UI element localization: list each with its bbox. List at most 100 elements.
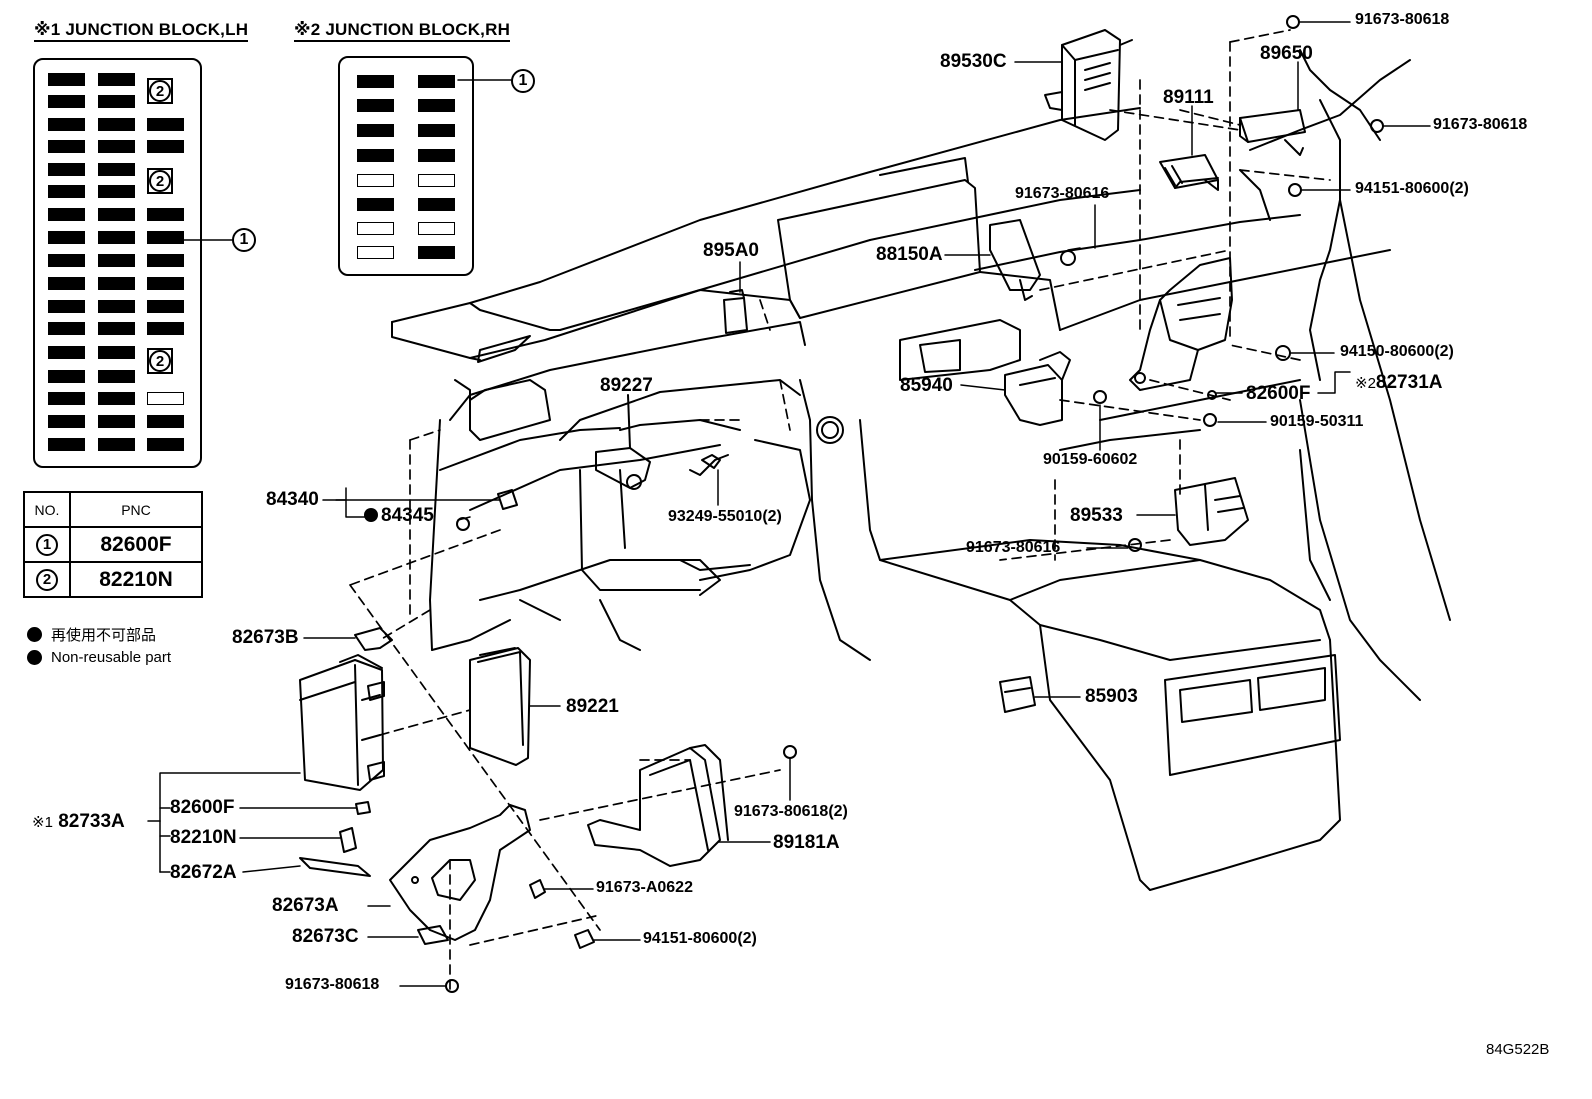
- fuse-slot: [357, 99, 394, 112]
- part-label-91673-a0622[interactable]: 91673-A0622: [596, 879, 693, 896]
- fuse-slot: [357, 149, 394, 162]
- fuse-slot: [147, 300, 184, 313]
- pnc-no-circle: 1: [36, 533, 58, 556]
- fuse-slot: [147, 277, 184, 290]
- fuse-slot: [48, 163, 85, 176]
- table-row: 1 82600F: [23, 526, 203, 563]
- fuse-slot: [98, 73, 135, 86]
- table-row: 2 82210N: [23, 561, 203, 598]
- part-label-82600f-right[interactable]: 82600F: [1246, 383, 1311, 404]
- part-label-91673-80618-x2[interactable]: 91673-80618(2): [734, 803, 848, 820]
- part-label-89650[interactable]: 89650: [1260, 43, 1313, 64]
- empty-fuse-slot: [357, 174, 394, 187]
- module-88150a: [989, 219, 1041, 301]
- ref-mark-2: ※2: [1355, 375, 1376, 392]
- fuse-slot: [98, 370, 135, 383]
- fuse-slot: [147, 415, 184, 428]
- junction-block-lh-panel: 2 2 2: [33, 58, 202, 468]
- part-label-82672a[interactable]: 82672A: [170, 862, 237, 883]
- part-label-89181a[interactable]: 89181A: [773, 832, 840, 853]
- part-label-85940[interactable]: 85940: [900, 375, 953, 396]
- routing-lines: [349, 29, 1331, 991]
- fuse-slot: [147, 140, 184, 153]
- part-label-91673-80618[interactable]: 91673-80618: [1355, 11, 1450, 28]
- part-label-88150a[interactable]: 88150A: [876, 244, 943, 265]
- fuse-slot: [98, 140, 135, 153]
- part-label-895a0[interactable]: 895A0: [703, 240, 759, 261]
- part-label-89227[interactable]: 89227: [600, 375, 653, 396]
- part-label-85903[interactable]: 85903: [1085, 686, 1138, 707]
- part-label-91673-80616[interactable]: 91673-80616: [1015, 185, 1110, 202]
- fuse-slot: [418, 75, 455, 88]
- fuse-slot: [98, 346, 135, 359]
- sensor-895a0: [723, 289, 748, 334]
- part-label-89111[interactable]: 89111: [1163, 87, 1214, 108]
- fuse-slot: [48, 140, 85, 153]
- legend-item-en: Non-reusable part: [27, 649, 171, 666]
- clip-91673-a0622: [529, 879, 546, 899]
- clip-82673c: [417, 925, 449, 945]
- part-number: 82733A: [58, 811, 125, 832]
- part-label-82731a[interactable]: ※282731A: [1355, 373, 1442, 392]
- fuse-slot: [48, 95, 85, 108]
- part-label-90159-60602[interactable]: 90159-60602: [1043, 451, 1138, 468]
- fuse-slot: [147, 322, 184, 335]
- non-reusable-dot-icon: [27, 627, 42, 642]
- part-label-89530c[interactable]: 89530C: [940, 51, 1007, 72]
- part-label-82673c[interactable]: 82673C: [292, 926, 359, 947]
- diagram-code: 84G522B: [1486, 1041, 1550, 1058]
- part-label-82733a[interactable]: ※1 82733A: [32, 812, 125, 831]
- part-label-82673b[interactable]: 82673B: [232, 627, 299, 648]
- marker-2-circle: 2: [149, 80, 171, 102]
- part-label-84340[interactable]: 84340: [266, 489, 319, 510]
- junction-block-lh-title: ※1 JUNCTION BLOCK,LH: [34, 20, 249, 42]
- part-label-94151-80600[interactable]: 94151-80600(2): [643, 930, 757, 947]
- part-label-93249-55010[interactable]: 93249-55010(2): [668, 508, 782, 525]
- junction-block-82733a: [299, 654, 385, 791]
- pnc-table: NO. PNC 1 82600F 2 82210N: [23, 491, 203, 598]
- module-89650: [1239, 109, 1306, 156]
- module-89530c: [1044, 29, 1133, 141]
- fuse-slot: [48, 370, 85, 383]
- rh-ref-mark: ※2: [294, 20, 321, 39]
- pnc-col-no: NO.: [23, 491, 71, 528]
- non-reusable-dot-icon: [364, 508, 378, 522]
- fuse-slot: [98, 208, 135, 221]
- part-label-82673a[interactable]: 82673A: [272, 895, 339, 916]
- sensor-89227: [595, 394, 651, 490]
- part-label-94151-80600[interactable]: 94151-80600(2): [1355, 180, 1469, 197]
- fuse-slot: [418, 149, 455, 162]
- fuse-slot: [48, 300, 85, 313]
- fuse-slot: [357, 198, 394, 211]
- part-label-90159-50311[interactable]: 90159-50311: [1270, 413, 1364, 430]
- empty-fuse-slot: [357, 246, 394, 259]
- legend-item-jp: 再使用不可部品: [27, 624, 156, 645]
- fuse-slot: [48, 322, 85, 335]
- legend-text-en: Non-reusable part: [51, 649, 172, 666]
- part-label-82210n[interactable]: 82210N: [170, 827, 237, 848]
- part-label-89221[interactable]: 89221: [566, 696, 619, 717]
- part-label-89533[interactable]: 89533: [1070, 505, 1123, 526]
- fuse-slot: [147, 208, 184, 221]
- module-89111: [1159, 154, 1219, 191]
- fuse-slot: [98, 118, 135, 131]
- dashboard-outline: [391, 49, 1451, 891]
- fuse-slot: [48, 346, 85, 359]
- fuse-slot: [98, 185, 135, 198]
- part-label-91673-80618[interactable]: 91673-80618: [285, 976, 380, 993]
- part-label-84345[interactable]: 84345: [364, 506, 434, 525]
- fuse-slot: [48, 254, 85, 267]
- fuse-slot: [48, 118, 85, 131]
- empty-fuse-slot: [357, 222, 394, 235]
- marker-2-circle: 2: [149, 350, 171, 372]
- pnc-header-row: NO. PNC: [23, 491, 203, 528]
- pnc-value-cell: 82600F: [69, 526, 203, 563]
- part-label-91673-80618[interactable]: 91673-80618: [1433, 116, 1528, 133]
- fuse-slot: [48, 73, 85, 86]
- part-label-94150-80600[interactable]: 94150-80600(2): [1340, 343, 1454, 360]
- part-label-91673-80616[interactable]: 91673-80616: [966, 539, 1061, 556]
- part-label-82600f-left[interactable]: 82600F: [170, 797, 235, 818]
- pnc-col-pnc: PNC: [69, 491, 203, 528]
- fuse-slot: [48, 208, 85, 221]
- relay-82600f: [355, 801, 371, 815]
